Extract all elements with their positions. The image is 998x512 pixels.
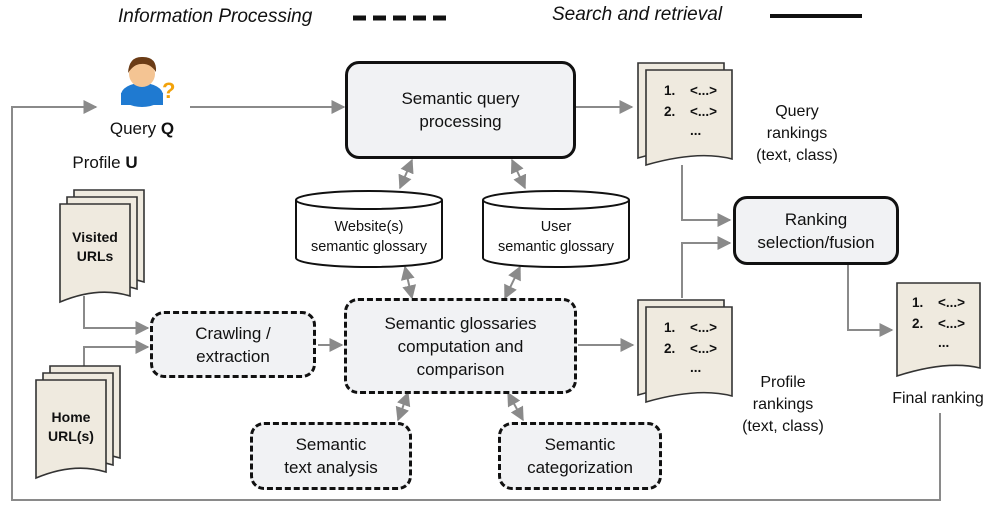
ranking-item: 1.<...>	[664, 83, 718, 98]
categorization-line1: Semantic	[544, 435, 616, 454]
arrow-fusion-to-final	[847, 265, 894, 337]
website-glossary-cylinder	[295, 190, 443, 268]
home-urls-doc-stack	[35, 365, 121, 480]
svg-text:?: ?	[162, 78, 175, 103]
final-ranking-label: Final ranking	[892, 390, 984, 407]
arrow-computation-categorization	[507, 391, 524, 422]
glossaries-line2: computation and	[397, 336, 524, 356]
ranking-item: 1.<...>	[664, 320, 718, 335]
arrow-processing-user-glossary	[510, 158, 527, 190]
query-variable: Q	[160, 119, 175, 138]
visited-urls-doc-stack	[59, 189, 145, 304]
arrow-user-glossary-computation	[504, 265, 521, 300]
ranking-item: ...	[938, 335, 950, 350]
text-analysis-line1: Semantic	[295, 435, 367, 454]
ranking-item: ...	[690, 123, 702, 138]
final-ranking-doc	[896, 282, 981, 378]
glossaries-line3: comparison	[416, 359, 505, 379]
arrow-home-to-crawling	[83, 340, 150, 372]
categorization-line2: categorization	[527, 458, 633, 477]
ranking-fusion-box: Ranking selection/fusion	[733, 196, 899, 265]
profile-rankings-doc-stack	[637, 299, 733, 404]
crawling-extraction-box: Crawling / extraction	[150, 311, 316, 378]
ranking-item: 2.<...>	[664, 104, 718, 119]
profile-variable: U	[125, 153, 138, 172]
arrow-processing-website-glossary	[398, 158, 414, 190]
arrow-computation-text-analysis	[395, 391, 411, 422]
query-rankings-doc-stack	[637, 62, 733, 167]
glossaries-line1: Semantic glossaries	[384, 313, 537, 333]
ranking-item: 2.<...>	[912, 316, 966, 331]
semantic-query-processing-line2: processing	[419, 112, 502, 131]
glossaries-computation-box: Semantic glossaries computation and comp…	[344, 298, 577, 394]
ranking-item: ...	[690, 360, 702, 375]
user-avatar-icon: ?	[121, 56, 175, 107]
arrow-query-rankings-to-fusion	[681, 165, 732, 227]
semantic-query-processing-line1: Semantic query	[401, 89, 520, 108]
ranking-fusion-line2: selection/fusion	[757, 232, 875, 252]
crawling-line2: extraction	[196, 346, 270, 366]
text-analysis-line2: text analysis	[284, 458, 378, 477]
semantic-categorization-box: Semantic categorization	[498, 422, 662, 490]
arrow-profile-rankings-to-fusion	[681, 236, 732, 298]
semantic-text-analysis-box: Semantic text analysis	[250, 422, 412, 490]
ranking-fusion-line1: Ranking	[784, 209, 848, 229]
feedback-arrow	[11, 100, 941, 501]
arrow-visited-to-crawling	[83, 296, 150, 335]
user-glossary-cylinder	[482, 190, 630, 268]
arrow-website-glossary-computation	[400, 265, 417, 300]
legend-search-retrieval: Search and retrieval	[552, 4, 723, 25]
profile-label: Profile U	[72, 153, 138, 172]
ranking-item: 1.<...>	[912, 295, 966, 310]
crawling-line1: Crawling /	[195, 323, 271, 343]
legend-info-processing: Information Processing	[118, 6, 313, 27]
query-label: Query Q	[109, 119, 175, 138]
semantic-query-processing-box: Semantic query processing	[345, 61, 576, 159]
ranking-item: 2.<...>	[664, 341, 718, 356]
website-glossary-label: Website(s)semantic glossary	[310, 219, 428, 255]
